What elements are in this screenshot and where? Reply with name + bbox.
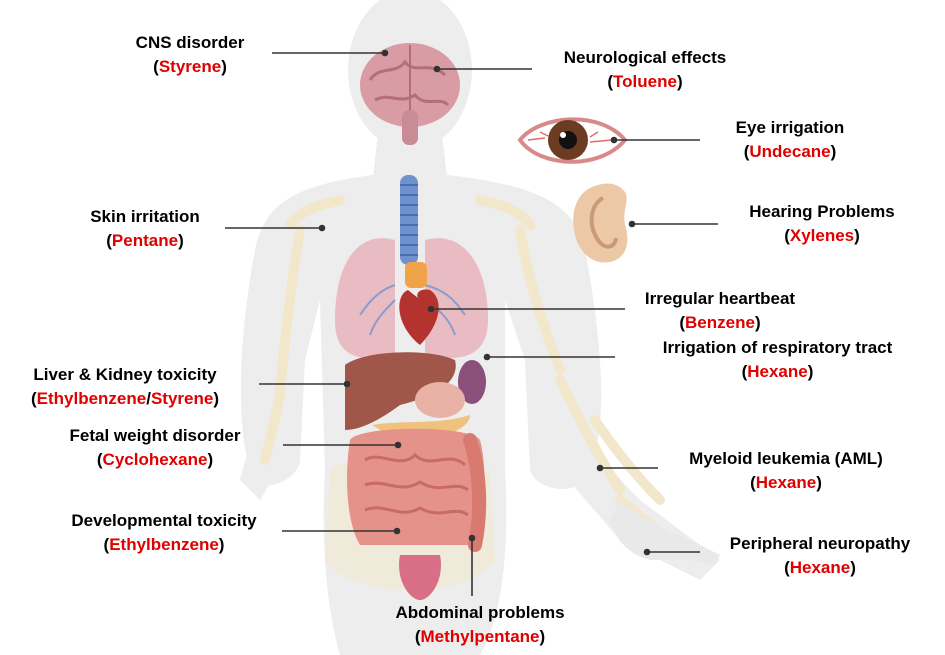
label-neuro: Neurological effects (Toluene) bbox=[530, 46, 760, 94]
leader-dot-periph bbox=[645, 550, 650, 555]
chemical-fetal: Cyclohexane bbox=[103, 450, 208, 469]
effect-fetal: Fetal weight disorder bbox=[28, 424, 282, 448]
chemical-resp: Hexane bbox=[747, 362, 807, 381]
chemical-cns: Styrene bbox=[159, 57, 221, 76]
effect-neuro: Neurological effects bbox=[530, 46, 760, 70]
chemical-neuro: Toluene bbox=[613, 72, 677, 91]
label-hearing: Hearing Problems (Xylenes) bbox=[722, 200, 922, 248]
chemical-aml: Hexane bbox=[756, 473, 816, 492]
leader-dot-heart bbox=[429, 307, 434, 312]
leader-dot-resp bbox=[485, 355, 490, 360]
label-heart: Irregular heartbeat (Benzene) bbox=[620, 287, 820, 335]
effect-aml: Myeloid leukemia (AML) bbox=[658, 447, 914, 471]
chemical-heart: Benzene bbox=[685, 313, 755, 332]
chemical-liver-1: Ethylbenzene bbox=[37, 389, 147, 408]
label-skin: Skin irritation (Pentane) bbox=[60, 205, 230, 253]
label-dev: Developmental toxicity (Ethylbenzene) bbox=[38, 509, 290, 557]
eye-icon bbox=[520, 119, 625, 161]
chemical-liver-2: Styrene bbox=[151, 389, 213, 408]
effect-heart: Irregular heartbeat bbox=[620, 287, 820, 311]
effect-cns: CNS disorder bbox=[110, 31, 270, 55]
effect-dev: Developmental toxicity bbox=[38, 509, 290, 533]
effect-abd: Abdominal problems bbox=[365, 601, 595, 625]
chemical-abd: Methylpentane bbox=[420, 627, 539, 646]
effect-periph: Peripheral neuropathy bbox=[700, 532, 940, 556]
label-periph: Peripheral neuropathy (Hexane) bbox=[700, 532, 940, 580]
label-fetal: Fetal weight disorder (Cyclohexane) bbox=[28, 424, 282, 472]
leader-dot-cns bbox=[383, 51, 388, 56]
effect-eye: Eye irrigation bbox=[700, 116, 880, 140]
leader-dot-eye bbox=[612, 138, 617, 143]
label-eye: Eye irrigation (Undecane) bbox=[700, 116, 880, 164]
chemical-dev: Ethylbenzene bbox=[109, 535, 219, 554]
chemical-eye: Undecane bbox=[749, 142, 830, 161]
effect-skin: Skin irritation bbox=[60, 205, 230, 229]
label-cns: CNS disorder (Styrene) bbox=[110, 31, 270, 79]
leader-dot-dev bbox=[395, 529, 400, 534]
label-aml: Myeloid leukemia (AML) (Hexane) bbox=[658, 447, 914, 495]
intestine-icon bbox=[347, 429, 484, 545]
label-resp: Irrigation of respiratory tract (Hexane) bbox=[615, 336, 940, 384]
trachea-icon bbox=[400, 175, 418, 265]
label-liver: Liver & Kidney toxicity (Ethylbenzene/St… bbox=[2, 363, 248, 411]
leader-dot-skin bbox=[320, 226, 325, 231]
chemical-hearing: Xylenes bbox=[790, 226, 854, 245]
leader-dot-hearing bbox=[630, 222, 635, 227]
leader-dot-neuro bbox=[435, 67, 440, 72]
leader-dot-fetal bbox=[396, 443, 401, 448]
chemical-periph: Hexane bbox=[790, 558, 850, 577]
effect-liver: Liver & Kidney toxicity bbox=[2, 363, 248, 387]
leader-dot-abd bbox=[470, 536, 475, 541]
leader-dot-liver bbox=[345, 382, 350, 387]
chemical-skin: Pentane bbox=[112, 231, 178, 250]
effect-resp: Irrigation of respiratory tract bbox=[615, 336, 940, 360]
label-abd: Abdominal problems (Methylpentane) bbox=[365, 601, 595, 649]
leader-dot-aml bbox=[598, 466, 603, 471]
effect-hearing: Hearing Problems bbox=[722, 200, 922, 224]
